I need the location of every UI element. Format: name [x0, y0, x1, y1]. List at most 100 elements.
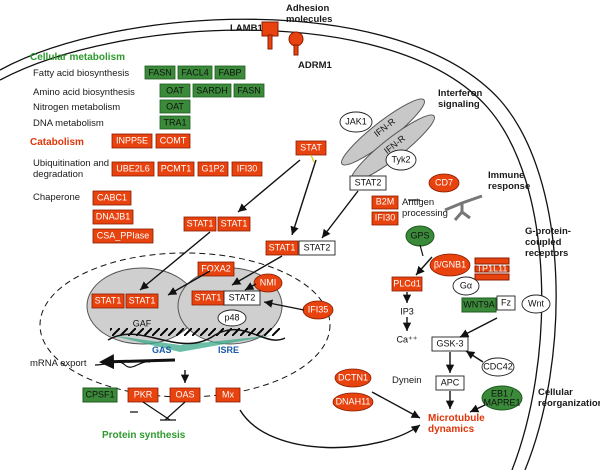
adhesion-title-1: Adhesion — [286, 3, 329, 14]
pathway-arrows — [139, 159, 498, 449]
stat1-c-label: STAT1 — [269, 242, 296, 252]
dnah11-node — [332, 392, 374, 412]
dna-helix — [107, 328, 286, 352]
gene-tra1: TRA1 — [163, 117, 186, 127]
protein-synthesis-label: Protein synthesis — [102, 430, 186, 441]
isre-label: ISRE — [218, 345, 239, 355]
gene-oat-2-box — [159, 99, 191, 114]
eb1-node — [481, 385, 523, 411]
gene-oat-2: OAT — [166, 101, 184, 111]
ifi30-imm-box — [371, 211, 399, 226]
tp1l11-receptor — [474, 257, 510, 281]
stat2-box — [349, 175, 387, 191]
gene-ube2l6: UBE2L6 — [116, 163, 150, 173]
plcd1-label: PLCd1 — [393, 278, 421, 288]
p48-node — [217, 309, 247, 327]
gene-fasn-2: FASN — [237, 85, 261, 95]
cdc42-label: CDC42 — [483, 361, 513, 371]
galpha-node — [452, 276, 480, 296]
stat1-gaf-b: STAT1 — [129, 295, 156, 305]
adhesion-title-2: molecules — [286, 14, 332, 25]
gene-csa: CSA_PPIase — [97, 230, 150, 240]
ifn-receptor — [341, 98, 435, 182]
stat1-b-label: STAT1 — [221, 218, 248, 228]
antibody-icon — [444, 194, 483, 221]
gene-pcmt1: PCMT1 — [161, 163, 192, 173]
gaf-label: GAF — [133, 318, 152, 328]
gpcr-title-3: receptors — [525, 248, 568, 259]
stat2-b-label: STAT2 — [304, 242, 331, 252]
stat1-gaf-a-box — [91, 293, 125, 309]
stat2-isgf: STAT2 — [229, 292, 256, 302]
immune-title-2: response — [488, 181, 530, 192]
eb1-label-1: EB1 / — [491, 388, 514, 398]
ubiq-genes: UBE2L6 PCMT1 G1P2 IFI30 — [111, 161, 263, 177]
jak1-label: JAK1 — [345, 116, 367, 126]
inhibition-marks — [130, 401, 186, 421]
oas-label: OAS — [175, 389, 194, 399]
mx-label: Mx — [222, 389, 234, 399]
jak1-node — [339, 111, 373, 133]
wnt9a-box — [461, 297, 497, 313]
gene-facl4: FACL4 — [181, 67, 209, 77]
gpcr-title-1: G-protein- — [525, 226, 571, 237]
antigen-label-1: Antigen — [402, 197, 434, 208]
lamb1-molecule — [261, 21, 279, 50]
plcd1-box — [391, 276, 423, 292]
pkr-label: PKR — [134, 389, 153, 399]
gene-comt-box — [155, 133, 191, 149]
amino-acid-label: Amino acid biosynthesis — [33, 87, 135, 98]
p48-label: p48 — [224, 312, 239, 322]
lamb1-label: LAMB1 — [230, 23, 263, 34]
eb1-label-2: MAPRE1 — [483, 397, 520, 407]
metabolism-title: Cellular metabolism — [30, 52, 125, 63]
gas-label: GAS — [152, 345, 172, 355]
dynein-label: Dynein — [392, 375, 422, 386]
interferon-title-2: signaling — [438, 99, 480, 110]
microtubule-label-1: Microtubule — [428, 413, 485, 424]
cdc42-node — [481, 357, 515, 377]
gene-comt: COMT — [160, 135, 187, 145]
fatty-acid-label: Fatty acid biosynthesis — [33, 68, 129, 79]
gene-sardh: SARDH — [196, 85, 228, 95]
mrna-export-label: mRNA export — [30, 358, 87, 369]
stat2-label: STAT2 — [355, 177, 382, 187]
stat1-c-box — [265, 240, 299, 256]
dna-metabolism-label: DNA metabolism — [33, 118, 104, 129]
gsk3-box — [431, 336, 469, 352]
tyk2-node — [385, 149, 417, 171]
tp1l11-label: TP1L11 — [477, 263, 508, 273]
stat1-b-box — [217, 216, 251, 232]
gene-oat: OAT — [166, 85, 184, 95]
stat2-b-box — [298, 240, 336, 256]
fatty-acid-genes: FASN FACL4 FABP — [144, 65, 246, 80]
apc-box — [435, 375, 465, 391]
gene-inpp5e-box — [111, 133, 153, 149]
ifi30-imm-label: IFI30 — [375, 212, 396, 222]
ifi35-label: IFI35 — [308, 304, 329, 314]
stat1-a-label: STAT1 — [187, 218, 214, 228]
gene-inpp5e: INPP5E — [116, 135, 148, 145]
gene-tra1-box — [159, 115, 191, 130]
fz-label: Fz — [501, 297, 511, 307]
nitrogen-label: Nitrogen metabolism — [33, 102, 120, 113]
b2m-label: B2M — [376, 196, 395, 206]
stat1-isgf: STAT1 — [195, 292, 222, 302]
dnah11-label: DNAH11 — [336, 396, 371, 406]
catabolism-title: Catabolism — [30, 137, 84, 148]
gene-dnajb1: DNAJB1 — [96, 211, 131, 221]
mrna-export-arrow — [99, 354, 176, 370]
foxa2-label: FOXA2 — [201, 263, 231, 273]
dctn1-node — [334, 368, 372, 388]
ca-label: Ca⁺⁺ — [396, 334, 417, 344]
stat2-isgf-box — [223, 290, 261, 306]
stat1-gaf-a: STAT1 — [95, 295, 122, 305]
amino-acid-genes: OAT SARDH FASN — [159, 83, 265, 98]
nmi-label: NMI — [260, 277, 277, 287]
fz-box — [496, 295, 516, 311]
mx-box — [215, 387, 241, 403]
wnt9a-label: WNT9A — [463, 299, 495, 309]
cpsf1-box — [82, 387, 118, 403]
gps-label: GPS — [410, 230, 429, 240]
